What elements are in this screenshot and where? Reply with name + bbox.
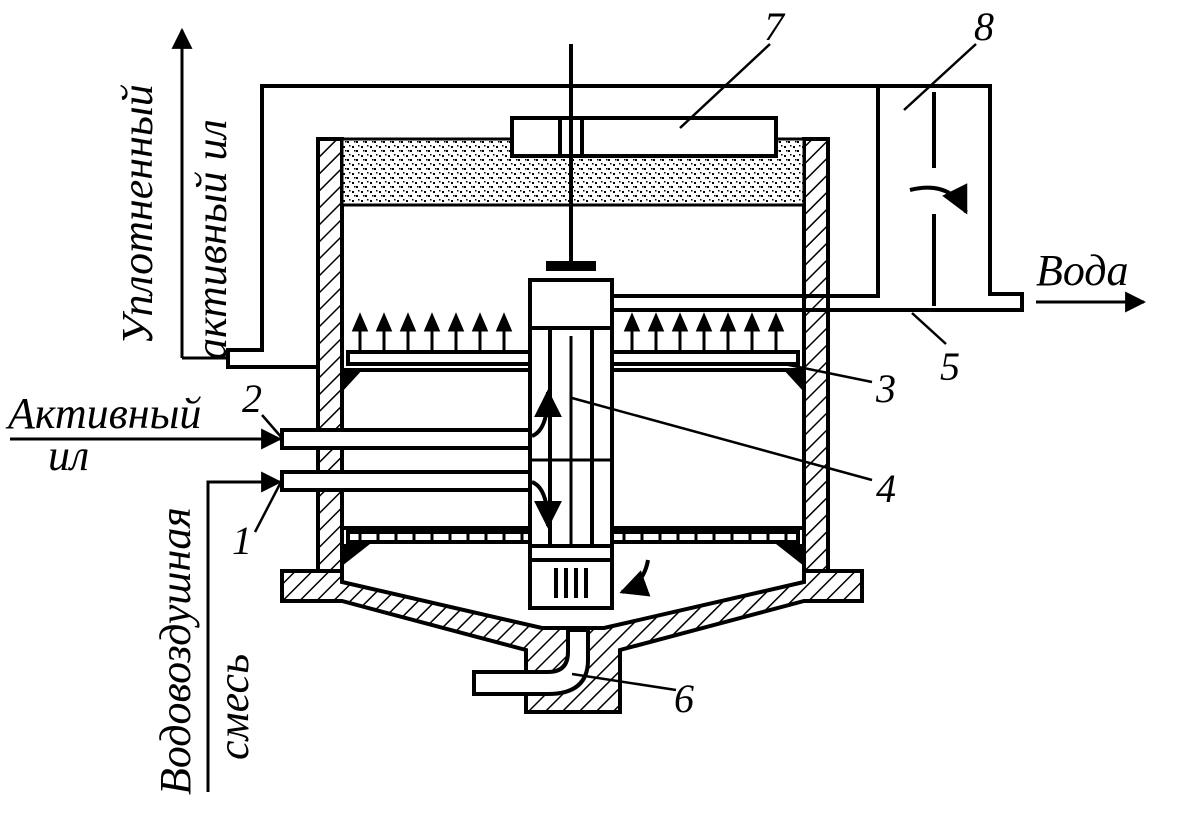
drain-pipe-6 xyxy=(472,628,590,696)
bubble-arrow-head xyxy=(743,312,761,332)
label-air-water-mix-1: Водовоздушная xyxy=(151,507,200,795)
callout-1: 1 xyxy=(232,518,252,563)
shaft-coupling xyxy=(546,261,596,271)
bubble-arrows xyxy=(351,312,785,350)
bubble-arrow-head xyxy=(623,312,641,332)
column-outlet-slots xyxy=(528,558,614,610)
callout-4: 4 xyxy=(876,466,896,511)
inlet-pipe-2 xyxy=(280,428,532,450)
label-compacted-sludge-1: Уплотненный xyxy=(113,84,162,345)
tank-left-wall xyxy=(316,137,344,573)
flow-up-arrow xyxy=(531,389,562,438)
lower-wedge-right xyxy=(776,544,804,566)
lower-wedge-left xyxy=(342,544,370,566)
callout-leaders xyxy=(253,43,977,692)
bubble-arrow-head xyxy=(447,312,465,332)
upper-wedge-right xyxy=(782,368,804,392)
swirl-arrow xyxy=(619,559,651,597)
bubble-arrow-head xyxy=(399,312,417,332)
label-active-sludge-1: Активный xyxy=(5,389,201,438)
callout-3: 3 xyxy=(875,366,896,411)
water-flow-arrow xyxy=(909,183,968,215)
lower-plate-left xyxy=(346,530,532,544)
callout-2: 2 xyxy=(242,376,262,421)
callout-8: 8 xyxy=(974,4,994,49)
flow-down-arrow xyxy=(531,480,562,529)
upper-plate-left xyxy=(346,350,532,366)
lower-plate-right xyxy=(610,530,800,544)
slot-marks xyxy=(554,568,588,598)
label-air-water-mix-2: смесь xyxy=(209,654,258,760)
callout-5: 5 xyxy=(940,344,960,389)
bubble-arrow-head xyxy=(495,312,513,332)
sludge-outlet-pipe xyxy=(226,84,880,369)
callout-7: 7 xyxy=(764,4,786,49)
label-water: Вода xyxy=(1036,246,1129,295)
bubble-arrow-head xyxy=(671,312,689,332)
bubble-arrow-head xyxy=(351,312,369,332)
central-column-head xyxy=(528,278,614,330)
bubble-arrow-head xyxy=(423,312,441,332)
water-chamber-8 xyxy=(612,84,1024,312)
callout-6: 6 xyxy=(674,676,694,721)
bubble-arrow-head xyxy=(375,312,393,332)
bubble-arrow-head xyxy=(471,312,489,332)
inlet-pipe-1 xyxy=(280,470,532,492)
tank-right-wall xyxy=(802,137,830,573)
bubble-arrow-head xyxy=(767,312,785,332)
scraper-7 xyxy=(510,116,778,158)
lower-plate-ticks xyxy=(358,532,788,542)
bubble-arrow-head xyxy=(719,312,737,332)
air-water-arrow xyxy=(206,471,283,792)
upper-wedge-left xyxy=(342,368,364,392)
bubble-arrow-head xyxy=(647,312,665,332)
label-active-sludge-2: ил xyxy=(48,431,89,480)
bubble-arrow-head xyxy=(695,312,713,332)
upper-plate-right xyxy=(610,350,800,366)
label-compacted-sludge-2: активный ил xyxy=(187,119,236,360)
